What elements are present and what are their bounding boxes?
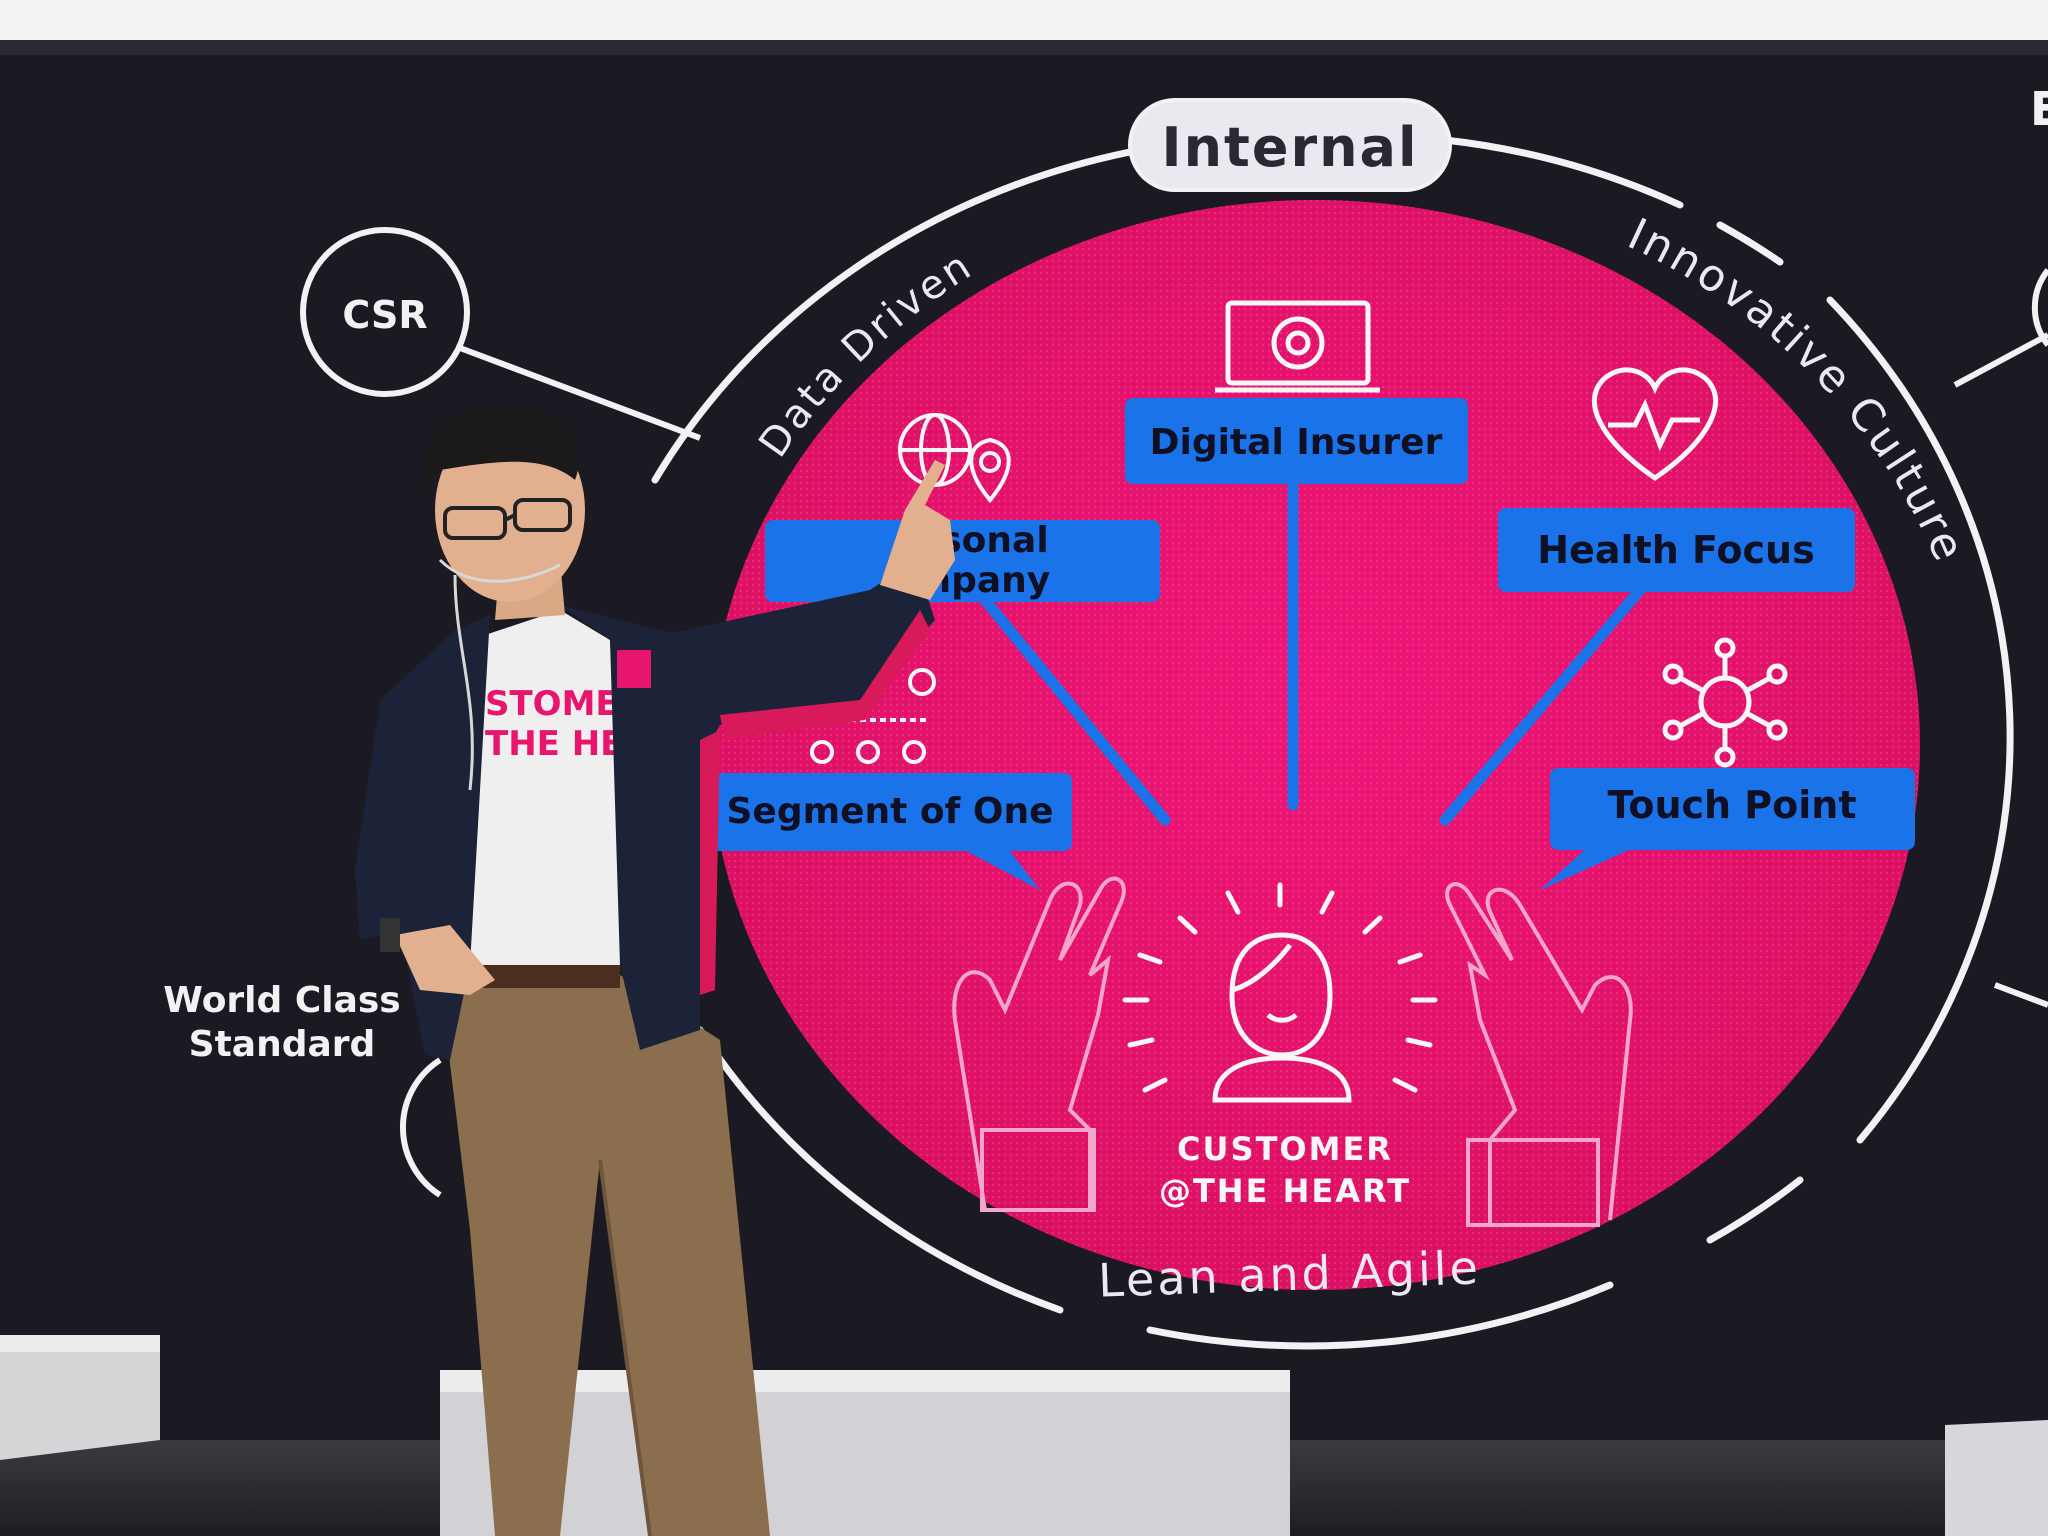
right-edge-letter: E — [2030, 82, 2048, 136]
headset-mic — [438, 558, 561, 583]
network-hub-icon — [1662, 637, 1788, 768]
right-hand-icon — [1445, 882, 1633, 1227]
svg-text:Digital Insurer: Digital Insurer — [1150, 422, 1443, 463]
callout-connectors — [979, 479, 1646, 826]
wristwatch — [380, 918, 400, 952]
presenter-raised-arm — [640, 560, 935, 760]
stage-step-left — [0, 1340, 160, 1460]
world-class-satellite: World Class Standard — [163, 980, 442, 1198]
presenter-hair — [419, 404, 579, 500]
heart-pulse-icon — [1591, 367, 1719, 482]
svg-text:Health Focus: Health Focus — [1537, 528, 1814, 572]
glasses-icon — [443, 498, 572, 540]
presenter: STOME THE HEA — [355, 404, 955, 1536]
presenter-shirt — [470, 610, 625, 965]
svg-text:Touch Point: Touch Point — [1607, 783, 1856, 827]
laptop-icon — [1215, 300, 1380, 393]
internal-label: Internal — [1162, 116, 1419, 179]
callout-segment-of-one: Segment of One — [710, 773, 1072, 851]
customer-person-icon — [1212, 932, 1352, 1103]
center-label-line2: @THE HEART — [1159, 1172, 1411, 1210]
presenter-trousers — [440, 975, 770, 1536]
center-label-line1: CUSTOMER — [1177, 1130, 1393, 1168]
stage-step-right — [1945, 1420, 2048, 1536]
customer-rays — [1122, 882, 1438, 1093]
left-hand-icon — [952, 876, 1126, 1212]
stage-step-left-top — [0, 1335, 160, 1352]
lean-agile-label: Lean and Agile — [1097, 1240, 1481, 1307]
presenter-jacket-right — [560, 605, 700, 1050]
segment-callout-tail — [955, 845, 1040, 890]
callout-digital-insurer: Digital Insurer — [1125, 398, 1468, 484]
svg-text:Segment of One: Segment of One — [727, 791, 1054, 832]
callout-personal-company: P sonal c mpany — [765, 520, 1160, 602]
presenter-pointing-hand — [880, 460, 955, 600]
shirt-text-line1: STOME — [485, 684, 619, 724]
csr-satellite: CSR — [300, 227, 702, 441]
callout-touch-point: Touch Point — [1550, 768, 1915, 850]
callout-health-focus: Health Focus — [1498, 508, 1855, 592]
right-satellite: E — [1953, 82, 2048, 1008]
internal-pill: Internal — [1128, 98, 1452, 192]
csr-label: CSR — [342, 293, 427, 337]
touch-callout-tail — [1540, 845, 1640, 890]
jacket-badge — [617, 650, 651, 688]
presenter-lower-hand — [395, 925, 495, 995]
outer-ring — [651, 136, 2014, 1350]
world-class-line2: Standard — [189, 1024, 376, 1065]
world-class-line1: World Class — [163, 980, 400, 1021]
